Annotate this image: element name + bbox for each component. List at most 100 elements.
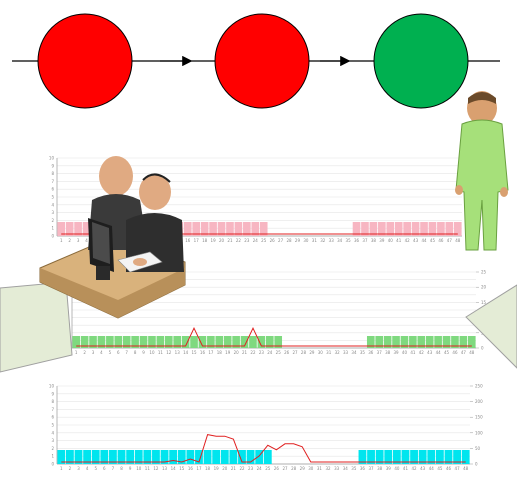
x-tick-label: 42: [419, 350, 425, 355]
x-tick-label: 7: [125, 350, 128, 355]
x-tick-label: 1: [75, 350, 78, 355]
y-left-tick-label: 7: [51, 407, 54, 412]
band-segment: [453, 450, 461, 464]
band-segment: [435, 450, 444, 464]
x-tick-label: 31: [317, 466, 323, 471]
band-segment: [246, 450, 255, 464]
x-tick-label: 32: [325, 466, 331, 471]
x-tick-label: 25: [261, 238, 267, 243]
band-segment: [114, 336, 123, 348]
x-tick-label: 26: [274, 466, 280, 471]
band-segment: [217, 222, 226, 236]
x-tick-label: 43: [427, 350, 433, 355]
x-tick-label: 46: [446, 466, 452, 471]
x-tick-label: 21: [231, 466, 237, 471]
band-segment: [403, 222, 411, 236]
x-tick-label: 36: [360, 466, 366, 471]
band-segment: [367, 450, 375, 464]
x-tick-label: 16: [188, 466, 194, 471]
x-tick-label: 9: [142, 350, 145, 355]
x-tick-label: 39: [379, 238, 385, 243]
x-tick-label: 17: [196, 466, 202, 471]
band-segment: [100, 450, 109, 464]
x-tick-label: 27: [282, 466, 288, 471]
band-segment: [126, 450, 135, 464]
x-tick-label: 28: [291, 466, 297, 471]
x-tick-label: 41: [396, 238, 402, 243]
band-segment: [183, 222, 192, 236]
x-tick-label: 44: [436, 350, 442, 355]
band-segment: [156, 336, 165, 348]
callout-right: [465, 284, 517, 369]
y-left-tick-label: 5: [51, 195, 54, 200]
x-tick-label: 42: [405, 238, 411, 243]
band-segment: [274, 336, 283, 348]
band-segment: [195, 450, 203, 464]
x-tick-label: 41: [403, 466, 409, 471]
x-tick-label: 3: [77, 466, 80, 471]
x-tick-label: 10: [149, 350, 155, 355]
x-tick-label: 26: [284, 350, 290, 355]
band-segment: [83, 450, 92, 464]
x-tick-label: 23: [244, 238, 250, 243]
x-tick-label: 43: [413, 238, 419, 243]
band-segment: [409, 336, 417, 348]
y-right-tick-label: 0: [481, 346, 484, 351]
y-right-tick-label: 100: [475, 430, 483, 435]
band-segment: [442, 336, 451, 348]
band-segment: [209, 222, 217, 236]
y-left-tick-label: 10: [49, 384, 55, 389]
x-tick-label: 15: [191, 350, 197, 355]
x-tick-label: 2: [68, 238, 71, 243]
x-tick-label: 38: [371, 238, 377, 243]
x-tick-label: 20: [234, 350, 240, 355]
x-tick-label: 22: [236, 238, 242, 243]
band-segment: [207, 336, 215, 348]
x-tick-label: 27: [278, 238, 284, 243]
y-right-tick-label: 250: [475, 384, 483, 389]
x-tick-label: 28: [286, 238, 292, 243]
band-segment: [259, 222, 268, 236]
band-segment: [249, 336, 257, 348]
x-tick-label: 36: [354, 238, 360, 243]
x-tick-label: 29: [309, 350, 315, 355]
x-tick-label: 6: [103, 466, 106, 471]
x-tick-label: 19: [211, 238, 217, 243]
x-tick-label: 28: [301, 350, 307, 355]
x-tick-label: 13: [162, 466, 168, 471]
band-segment: [418, 450, 427, 464]
band-segment: [255, 450, 264, 464]
x-tick-label: 32: [320, 238, 326, 243]
band-segment: [198, 336, 207, 348]
band-segment: [420, 222, 428, 236]
band-segment: [427, 450, 436, 464]
x-tick-label: 18: [205, 466, 211, 471]
x-tick-label: 48: [469, 350, 475, 355]
x-tick-label: 47: [455, 466, 461, 471]
x-tick-label: 45: [437, 466, 443, 471]
x-tick-label: 1: [60, 466, 63, 471]
band-segment: [117, 450, 126, 464]
band-segment: [192, 222, 201, 236]
x-tick-label: 6: [117, 350, 120, 355]
band-segment: [383, 336, 392, 348]
x-tick-label: 5: [109, 350, 112, 355]
band-segment: [392, 336, 400, 348]
band-segment: [459, 336, 468, 348]
band-segment: [400, 336, 409, 348]
band-segment: [223, 336, 232, 348]
band-segment: [453, 222, 462, 236]
band-segment: [97, 336, 106, 348]
x-tick-label: 32: [335, 350, 341, 355]
y-left-tick-label: 2: [51, 218, 54, 223]
band-segment: [164, 336, 173, 348]
band-segment: [369, 222, 378, 236]
y-left-tick-label: 3: [51, 438, 54, 443]
x-tick-label: 7: [112, 466, 115, 471]
x-tick-label: 21: [242, 350, 248, 355]
band-segment: [131, 336, 139, 348]
x-tick-label: 30: [303, 238, 309, 243]
band-segment: [134, 450, 143, 464]
x-tick-label: 33: [343, 350, 349, 355]
x-tick-label: 48: [455, 238, 461, 243]
